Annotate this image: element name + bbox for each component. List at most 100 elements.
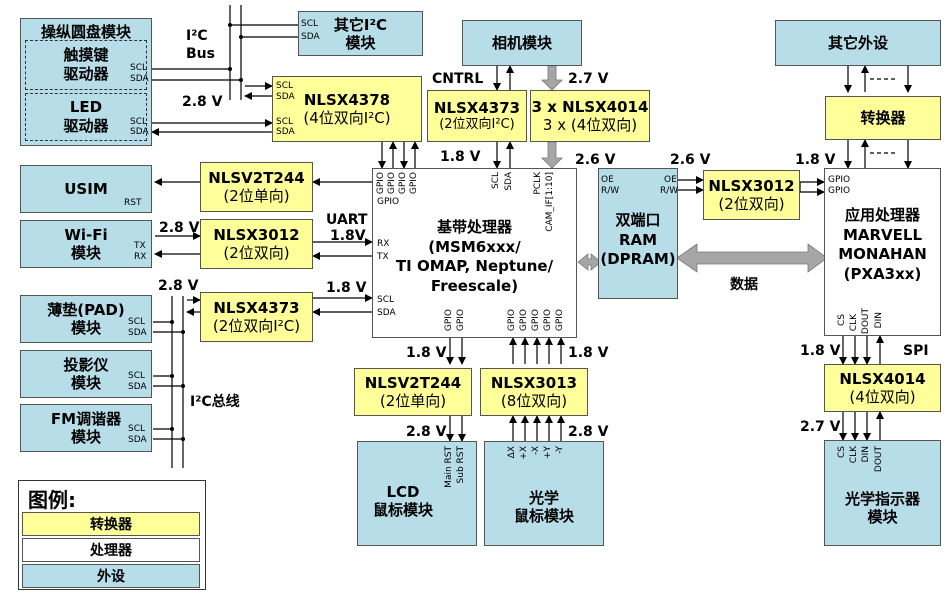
pin-sda: SDA [130,127,149,137]
baseband-processor: 基带处理器 (MSM6xxx/ TI OMAP, Neptune/ Freesc… [372,168,577,338]
legend-peripheral-label: 外设 [97,569,125,585]
nlsx4378-name: NLSX4378 [303,91,391,109]
nlsv2t244-left-name: NLSV2T244 [208,169,305,187]
pin-cam-if: CAM_IF[1:10] [545,172,555,232]
pin-din: DIN [874,312,884,329]
pin-gpio: GPIO [555,309,565,332]
cntrl-label: CNTRL [432,71,484,87]
pin-gpio: GPIO [531,309,541,332]
pin-minus-y: -Y [555,446,565,454]
legend-converter: 转换器 [22,512,200,536]
voltage-2-8v-label: 2.8 V [182,94,223,110]
legend-processor: 处理器 [22,538,200,562]
optical-finger-label: 光学指示器 模块 [844,490,920,526]
fm-tuner-label: FM调谐器 模块 [50,410,122,446]
pin-rw: R/W [601,186,620,196]
nlsx4014-right-desc: (4位双向) [849,388,916,406]
pin-cs: CS [837,446,847,458]
pin-rx: RX [134,252,147,262]
lcd-label: LCD 鼠标模块 [372,482,433,519]
nlsx3013-name: NLSX3013 [490,374,578,392]
converter-right: 转换器 [825,96,941,140]
optical-mouse-module: 光学 鼠标模块 [484,441,604,546]
pin-gpio: GPIO [398,172,408,195]
nlsx3012-left-converter: NLSX3012 (2位双向) [200,219,313,269]
pin-scl: SCL [301,19,319,29]
voltage-1-8v-label: 1.8 V [568,345,609,361]
pin-scl: SCL [128,424,146,434]
pin-gpio: GPIO [828,175,851,185]
nlsx4373-left-desc: (2位双向I²C) [212,317,301,335]
legend-processor-label: 处理器 [90,543,132,559]
projector-module: 投影仪 模块 [20,350,152,398]
voltage-2-6v-label: 2.6 V [575,152,616,168]
voltage-2-6v-label: 2.6 V [670,152,711,168]
voltage-1-8v-label: 1.8 V [440,149,481,165]
other-peripherals-label: 其它外设 [827,34,888,52]
usim-module: USIM [20,165,152,213]
voltage-2-8v-label: 2.8 V [406,424,447,440]
fm-tuner-module: FM调谐器 模块 [20,404,152,452]
nlsx4373-top-converter: NLSX4373 (2位双向I²C) [427,90,527,142]
pin-scl: SCL [276,117,294,127]
i2c-bus-cn-label: I²C总线 [190,394,240,410]
pin-tx: TX [134,241,146,251]
pin-dout: DOUT [874,446,884,473]
voltage-2-8v-label: 2.8 V [159,220,200,236]
legend-peripheral: 外设 [22,564,200,588]
control-pad-title: 操纵圆盘模块 [40,23,131,41]
pin-sda: SDA [130,74,149,84]
pin-gpio: GPIO [543,309,553,332]
nlsx3012-left-name: NLSX3012 [213,226,300,244]
pin-rx: RX [377,239,390,249]
pin-gpio: GPIO [507,309,517,332]
nlsv2t244-left-desc: (2位单向) [223,187,290,205]
pin-gpio: GPIO [519,309,529,332]
nlsx4014-triple-desc: 3 x (4位双向) [542,116,638,134]
app-proc-label: 应用处理器 MARVELL MONAHAN (PXA3xx) [838,206,927,283]
pin-plus-y: +Y [543,446,553,460]
pin-gpio: GPIO [376,172,386,195]
voltage-2-8v-label: 2.8 V [158,278,199,294]
nlsx4373-left-converter: NLSX4373 (2位双向I²C) [200,292,313,342]
nlsx4014-right-converter: NLSX4014 (4位双向) [824,364,941,412]
nlsx4014-right-name: NLSX4014 [839,370,926,388]
pad-module: 薄垫(PAD) 模块 [20,295,152,343]
voltage-2-7v-label: 2.7 V [800,419,841,435]
camera-module: 相机模块 [462,20,582,66]
led-driver: LED 驱动器 [25,93,147,141]
control-pad-module: 操纵圆盘模块 [20,18,152,146]
lcd-module: LCD 鼠标模块 [357,441,477,546]
nlsx4378-desc: (4位双向I²C) [303,109,391,127]
wifi-label: Wi-Fi 模块 [64,226,108,262]
nlsx4378-converter: NLSX4378 (4位双向I²C) [272,76,422,142]
touch-key-driver: 触摸键 驱动器 [25,40,147,90]
nlsx3012-right-converter: NLSX3012 (2位双向) [703,170,800,220]
voltage-1-8v-uart-label: 1.8V [330,228,366,244]
spi-label: SPI [903,343,929,359]
nlsv2t244-left-converter: NLSV2T244 (2位单向) [200,162,313,212]
pin-rst: RST [124,198,142,208]
pin-gpio: GPIO [387,172,397,195]
legend-converter-label: 转换器 [90,517,132,533]
pin-sda: SDA [301,32,320,42]
pin-tx: TX [377,252,389,262]
pin-sda: SDA [128,435,147,445]
pin-cs: CS [837,314,847,326]
other-i2c-module: 其它I²C 模块 [298,11,423,56]
pin-scl: SCL [130,117,148,127]
data-label: 数据 [730,277,758,293]
pin-main-rst: Main RST [444,446,454,488]
pin-sda: SDA [276,127,295,137]
pin-sub-rst: Sub RST [456,446,466,484]
pin-oe: OE [664,175,677,185]
voltage-1-8v-label: 1.8 V [800,343,841,359]
pin-minus-x: -X [531,446,541,455]
nlsx3013-desc: (8位双向) [500,392,568,410]
pad-label: 薄垫(PAD) 模块 [47,301,125,337]
pin-sda: SDA [128,382,147,392]
pin-pclk: PCLK [533,172,543,195]
optical-mouse-label: 光学 鼠标模块 [513,488,574,525]
touch-key-driver-label: 触摸键 驱动器 [63,46,109,83]
pin-rw: R/W [660,186,679,196]
